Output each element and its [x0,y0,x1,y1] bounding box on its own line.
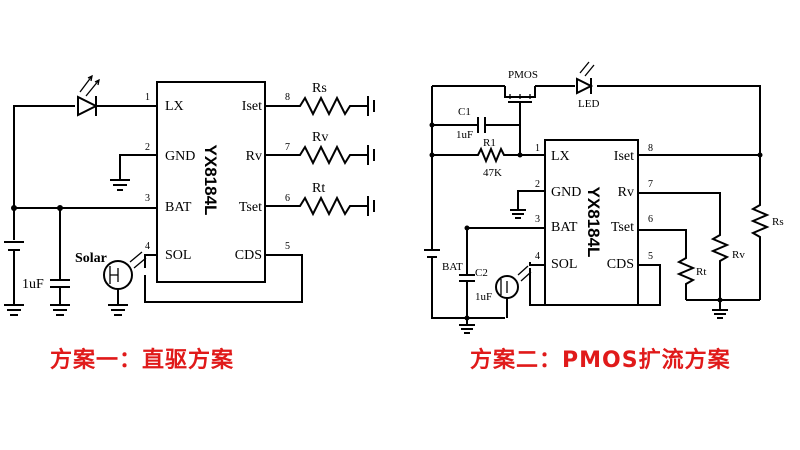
right-resistor-rv [638,192,730,300]
left-chip-name: YX8184L [201,145,220,216]
right-sol-wire [529,262,545,266]
right-ground-icon-chip [510,190,545,219]
right-ground-icon-resistors [712,300,728,319]
left-label-rs: Rs [312,81,327,96]
right-resistor-rt [638,229,696,300]
c2-label: C2 [475,267,488,279]
right-pin-tset: Tset [611,220,634,235]
left-capacitor-label: 1uF [22,277,44,292]
left-pin-gnd: GND [165,149,195,164]
left-pin-number-3: 3 [145,193,150,204]
right-pin-cds: CDS [607,257,634,272]
left-chip-body [156,81,266,283]
right-cds-wire [529,264,661,306]
right-resistor-rs [750,155,770,300]
right-pin-number-6: 6 [648,214,653,225]
left-battery-icon [4,241,24,251]
right-resistor-r1 [432,146,545,164]
left-sol-wire [144,254,157,268]
right-scheme-caption: 方案二：PMOS扩流方案 [470,348,731,373]
left-pin-number-1: 1 [145,92,150,103]
left-pin-cds: CDS [235,248,262,263]
led-label: LED [578,98,599,110]
pmos-label: PMOS [508,69,538,81]
right-pin-number-7: 7 [648,179,653,190]
left-label-rv: Rv [312,130,328,145]
right-battery-icon [424,249,505,319]
left-led-icon [77,74,100,117]
battery-label: BAT [442,261,463,273]
right-solar-cell-icon [495,265,532,299]
right-pin-number-4: 4 [535,251,540,262]
left-resistor-rt [265,195,368,217]
left-ground-icon-rv [367,145,375,165]
left-pin-number-5: 5 [285,241,290,252]
right-pin-iset: Iset [614,149,634,164]
right-pin-bat: BAT [551,220,578,235]
left-pin-iset: Iset [242,99,262,114]
left-cds-wire [144,254,303,303]
left-gnd-wire [119,154,157,180]
left-pin-tset: Tset [239,200,262,215]
rv-label: Rv [732,249,745,261]
left-ground-icon-cap [50,304,70,316]
left-circuit: YX8184L LX GND BAT SOL Iset Rv Tset CDS … [4,74,375,316]
right-pin-sol: SOL [551,257,577,272]
left-bat-wire [13,207,157,240]
solar-cell-icon [103,251,147,290]
right-pin-number-5: 5 [648,251,653,262]
right-pin-number-2: 2 [535,179,540,190]
left-ground-icon-solar [108,304,128,316]
left-capacitor [50,208,70,305]
right-chip-name: YX8184L [584,187,603,258]
left-pin-number-4: 4 [145,241,150,252]
r1-label: R1 [483,137,496,149]
left-pin-number-7: 7 [285,142,290,153]
right-pin-number-1: 1 [535,143,540,154]
left-ground-icon [110,179,130,191]
left-scheme-caption: 方案一：直驱方案 [50,348,235,373]
left-resistor-rs [265,95,368,117]
left-pin-rv: Rv [246,149,262,164]
left-lx-wire [13,105,157,208]
right-capacitor-c1 [432,102,521,133]
r1-value: 47K [483,167,502,179]
right-pin-lx: LX [551,149,570,164]
rt-label: Rt [696,266,706,278]
right-ground-icon-bat [459,318,475,334]
left-pin-sol: SOL [165,248,191,263]
left-ground-icon-bat [4,304,24,316]
right-led-icon [576,61,595,95]
left-ground-icon-rs [367,96,375,116]
right-pin-number-3: 3 [535,214,540,225]
right-pin-rv: Rv [618,185,634,200]
right-capacitor-c2 [459,274,475,318]
left-resistor-rv [265,144,368,166]
c2-value: 1uF [475,291,492,303]
right-top-rail [432,85,761,155]
right-circuit: YX8184L LX GND BAT SOL Iset Rv Tset CDS … [424,61,784,334]
left-ground-icon-rt [367,196,375,216]
c1-label: C1 [458,106,471,118]
left-pin-lx: LX [165,99,184,114]
c1-value: 1uF [456,129,473,141]
right-pin-gnd: GND [551,185,581,200]
left-pin-number-8: 8 [285,92,290,103]
left-label-rt: Rt [312,181,325,196]
rs-label: Rs [772,216,784,228]
left-pin-bat: BAT [165,200,192,215]
left-pin-number-6: 6 [285,193,290,204]
left-solar-label: Solar [75,251,107,266]
left-pin-number-2: 2 [145,142,150,153]
right-pin-number-8: 8 [648,143,653,154]
